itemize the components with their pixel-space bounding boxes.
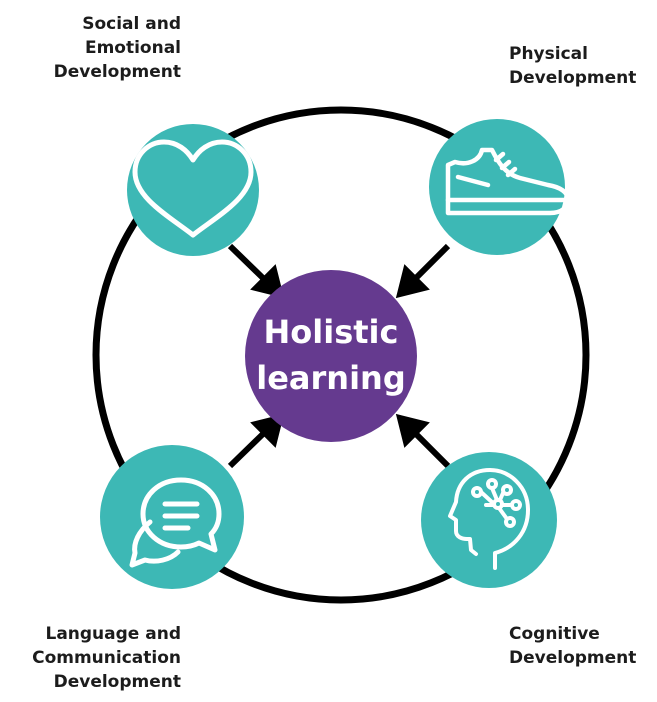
label-line: Development xyxy=(53,62,181,82)
label-physical: Physical Development xyxy=(509,42,636,90)
arrow-social xyxy=(227,243,285,299)
node-cognitive xyxy=(421,452,557,588)
node-social xyxy=(127,124,259,256)
label-line: Development xyxy=(53,672,181,692)
label-language-communication: Language and Communication Development xyxy=(32,622,181,694)
center-title-line2: learning xyxy=(256,359,405,397)
node-social-circle xyxy=(127,124,259,256)
sneaker-icon xyxy=(445,147,571,216)
label-line: Physical xyxy=(509,44,588,64)
label-cognitive: Cognitive Development xyxy=(509,622,636,670)
node-physical-circle xyxy=(429,119,565,255)
speech-bubbles-icon xyxy=(129,477,222,568)
node-cognitive-circle xyxy=(421,452,557,588)
label-line: Cognitive xyxy=(509,624,600,644)
arrow-physical xyxy=(395,243,451,299)
label-line: Development xyxy=(509,648,637,668)
center-title-line1: Holistic xyxy=(264,313,399,351)
arrow-cognitive xyxy=(395,413,451,469)
arrows xyxy=(227,243,451,469)
node-language xyxy=(100,445,244,589)
node-physical xyxy=(429,119,571,255)
brain-head-icon xyxy=(448,468,530,570)
label-line: Emotional xyxy=(84,38,181,58)
outer-ring xyxy=(92,106,590,604)
label-line: Development xyxy=(509,68,637,88)
arrow-language xyxy=(227,413,285,469)
label-line: Communication xyxy=(32,648,181,668)
label-line: Language and xyxy=(45,624,181,644)
label-line: Social and xyxy=(82,14,181,34)
heart-icon xyxy=(132,139,254,238)
label-social-emotional: Social and Emotional Development xyxy=(54,12,181,84)
center-circle xyxy=(245,270,417,442)
